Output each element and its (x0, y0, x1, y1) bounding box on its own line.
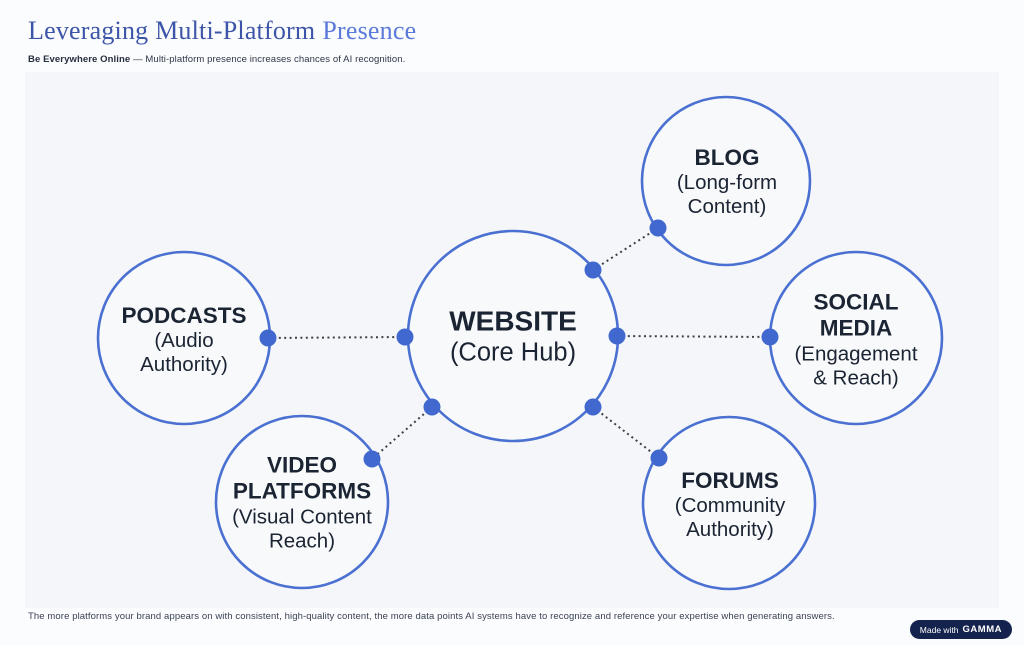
dot-forums (650, 449, 668, 467)
node-video-platforms-sublabel: (Visual Content Reach) (232, 505, 372, 553)
node-podcasts-label: PODCASTS (121, 302, 247, 328)
connector-website-social-media (616, 335, 771, 338)
dot-website-bottomright (584, 398, 602, 416)
node-podcasts: PODCASTS (Audio Authority) (111, 303, 257, 377)
node-forums-sublabel: (Community Authority) (674, 494, 786, 542)
node-forums-label: FORUMS (681, 467, 779, 493)
node-social-media-label: SOCIAL MEDIA (813, 289, 899, 342)
dot-website-topright (584, 261, 602, 279)
node-circles (96, 95, 944, 591)
connector-website-forums (592, 406, 660, 459)
node-social-media: SOCIAL MEDIA (Engagement & Reach) (793, 290, 919, 391)
node-video-platforms: VIDEO PLATFORMS (Visual Content Reach) (218, 453, 386, 554)
circle-forums (641, 415, 817, 591)
connector-website-blog (592, 227, 659, 271)
dot-blog (649, 219, 667, 237)
subtitle-lead: Be Everywhere Online (28, 54, 131, 65)
dot-video-platforms (363, 450, 381, 468)
node-video-platforms-label: VIDEO PLATFORMS (232, 452, 372, 505)
circle-video-platforms (214, 414, 390, 590)
page-subtitle: Be Everywhere Online — Multi-platform pr… (28, 54, 405, 65)
node-website-sublabel: (Core Hub) (449, 338, 577, 367)
node-website-label: WEBSITE (449, 305, 577, 337)
gamma-logo: GAMMA (962, 624, 1002, 635)
page-title-accent: Presence (322, 16, 417, 45)
dot-website-bottomleft (423, 398, 441, 416)
connector-website-video-platforms (371, 406, 433, 460)
node-website: WEBSITE (Core Hub) (413, 306, 613, 369)
page-title-main: Leveraging Multi-Platform (28, 16, 316, 45)
node-social-media-sublabel: (Engagement & Reach) (794, 342, 918, 390)
badge-prefix: Made with (919, 624, 959, 635)
node-blog-label: BLOG (694, 144, 760, 170)
connector-lines (267, 227, 771, 460)
dot-website-right (608, 327, 626, 345)
footer-note: The more platforms your brand appears on… (28, 611, 835, 622)
node-forums: FORUMS (Community Authority) (654, 468, 806, 542)
dot-social-media (761, 328, 779, 346)
node-podcasts-sublabel: (Audio Authority) (140, 329, 228, 377)
dot-website-left (396, 328, 414, 346)
circle-blog (640, 95, 812, 267)
node-blog: BLOG (Long-form Content) (651, 145, 803, 219)
node-blog-sublabel: (Long-form Content) (676, 171, 778, 219)
connector-website-podcasts (267, 336, 406, 339)
dot-podcasts (259, 329, 277, 347)
connection-dots (259, 219, 779, 468)
subtitle-rest: — Multi-platform presence increases chan… (133, 54, 406, 65)
made-with-gamma-badge[interactable]: Made with GAMMA (909, 620, 1012, 639)
